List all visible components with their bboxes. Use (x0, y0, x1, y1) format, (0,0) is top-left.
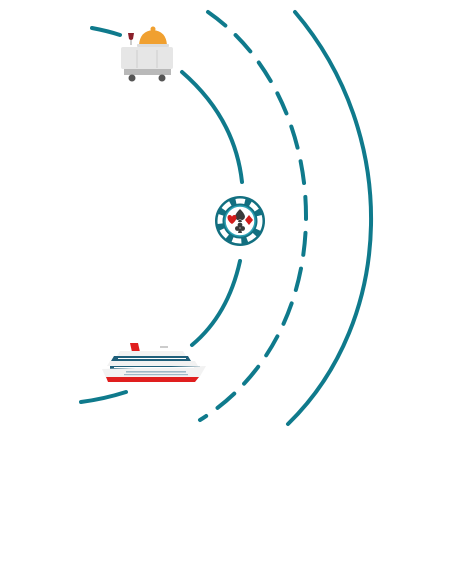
casino-chip-icon (215, 196, 265, 246)
inner-arc-lower-segment (190, 259, 242, 347)
outer-arc (286, 10, 374, 426)
inner-arc-top-segment (90, 26, 122, 37)
inner-arc-bottom-segment (79, 390, 128, 404)
inner-arc-upper-segment (180, 70, 244, 184)
cruise-ship-icon (102, 343, 206, 382)
middle-arc-dashed (198, 10, 308, 422)
room-service-cart-icon (121, 26, 173, 82)
